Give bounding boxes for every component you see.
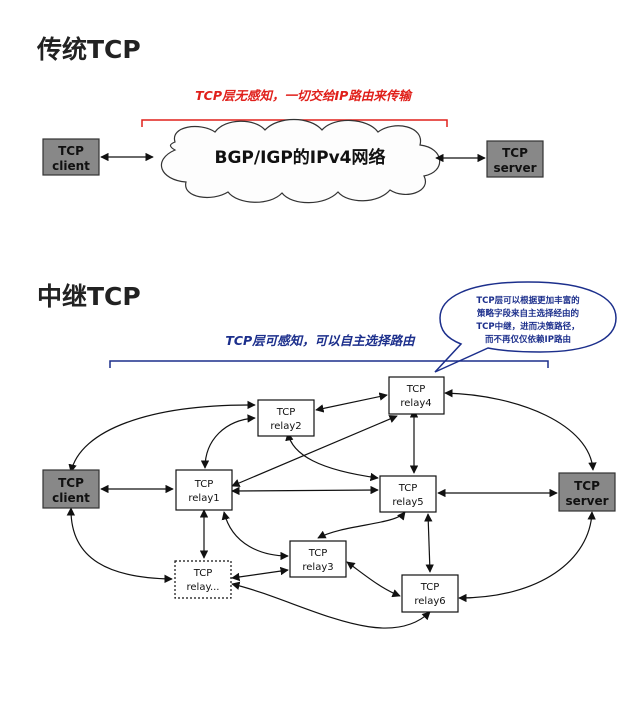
relay1-line1: TCP <box>194 479 214 490</box>
relay5-line1: TCP <box>398 483 418 494</box>
relay-client-line1: TCP <box>58 476 84 490</box>
relay-server-line1: TCP <box>574 479 600 493</box>
relay5-node: TCP relay5 <box>379 475 437 513</box>
edge-client-relayx <box>66 507 173 584</box>
traditional-client-line2: client <box>52 159 90 173</box>
relay1-line2: relay1 <box>188 493 219 504</box>
traditional-title: 传统TCP <box>36 35 141 64</box>
traditional-client-box: TCP client <box>42 138 100 176</box>
relayx-line2: relay... <box>187 582 220 593</box>
relay4-node: TCP relay4 <box>388 376 445 415</box>
ipv4-cloud <box>160 119 441 204</box>
cloud-label: BGP/IGP的IPv4网络 <box>214 147 385 168</box>
edge-relay5-relay3 <box>317 511 406 539</box>
relay3-line2: relay3 <box>302 562 333 573</box>
relay5-line2: relay5 <box>392 497 423 508</box>
edge-relayx-relay6 <box>231 581 431 629</box>
edge-relayx-relay3 <box>231 566 289 582</box>
relay6-node: TCP relay6 <box>401 574 459 613</box>
traditional-note: TCP层无感知，一切交给IP路由来传输 <box>195 88 413 103</box>
relay4-line1: TCP <box>406 384 426 395</box>
edge-relay1-relay4 <box>231 415 398 487</box>
relay2-line1: TCP <box>276 407 296 418</box>
edge-client-relay2 <box>68 400 256 473</box>
relay1-node: TCP relay1 <box>175 469 233 511</box>
edge-relay3-relay6 <box>346 561 401 598</box>
edge-relay5-relay6 <box>424 513 434 573</box>
edge-relay2-relay5 <box>285 432 379 482</box>
traditional-server-line1: TCP <box>502 146 528 160</box>
relay6-line2: relay6 <box>414 596 445 607</box>
bubble-line2: 策略字段来自主选择经由的 <box>476 308 580 319</box>
relay-server-box: TCP server <box>558 472 616 512</box>
relay-title: 中继TCP <box>37 282 141 311</box>
relay3-node: TCP relay3 <box>289 540 347 578</box>
bubble-line1: TCP层可以根据更加丰富的 <box>476 295 580 306</box>
relayx-line1: TCP <box>193 568 213 579</box>
edge-relay1-relay5 <box>231 485 379 496</box>
traditional-server-line2: server <box>493 161 536 175</box>
relay-edges <box>66 389 597 629</box>
relay-more-node: TCP relay... <box>174 560 232 599</box>
edge-relay1-relay3 <box>221 511 289 561</box>
traditional-server-box: TCP server <box>486 140 544 178</box>
relay-client-box: TCP client <box>42 469 100 509</box>
relay4-line2: relay4 <box>400 398 431 409</box>
edge-relay6-server <box>458 511 596 603</box>
relay2-line2: relay2 <box>270 421 301 432</box>
relay-client-line2: client <box>52 491 90 505</box>
edge-relay2-relay4 <box>315 392 388 413</box>
relay-note: TCP层可感知，可以自主选择路由 <box>225 333 416 348</box>
relay-brace <box>109 360 549 368</box>
traditional-client-line1: TCP <box>58 144 84 158</box>
relay3-line1: TCP <box>308 548 328 559</box>
note-bubble <box>434 281 617 373</box>
relay2-node: TCP relay2 <box>257 399 315 437</box>
relay6-line1: TCP <box>420 582 440 593</box>
bubble-line3: TCP中继，进而决策路径， <box>476 321 579 332</box>
edge-relay4-server <box>444 389 597 471</box>
bubble-line4: 而不再仅仅依赖IP路由 <box>485 334 571 345</box>
relay-server-line2: server <box>565 494 608 508</box>
edge-relay1-relay2 <box>200 414 256 469</box>
